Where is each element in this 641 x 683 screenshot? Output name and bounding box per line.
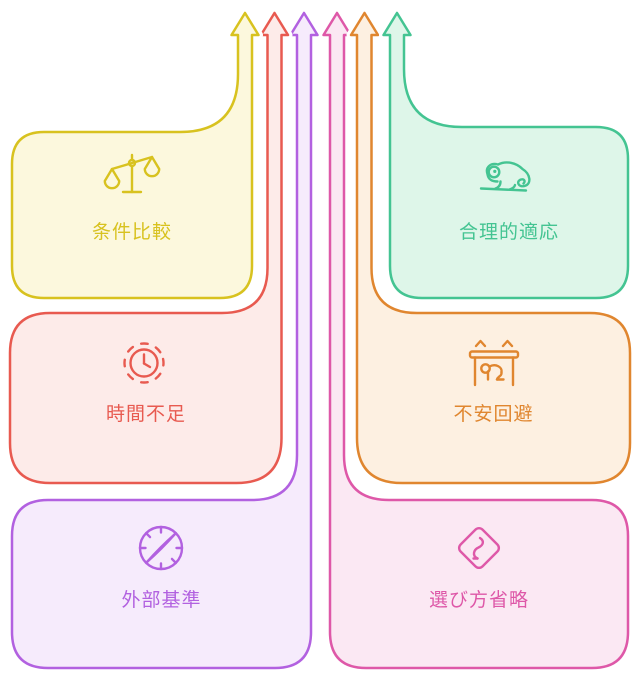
ribbon-bottom-left	[10, 11, 319, 670]
card-label: 選び方省略	[428, 590, 529, 611]
ribbon-top-right	[382, 11, 630, 300]
hide-under-table-icon	[468, 339, 520, 387]
clock-icon	[123, 342, 165, 384]
ribbon-top-left	[10, 11, 260, 300]
curve-road-sign-icon	[457, 526, 501, 570]
ribbon-middle-left	[8, 11, 290, 485]
ribbon-middle-right	[349, 11, 632, 485]
card-label: 合理的適応	[458, 222, 559, 243]
card-label: 不安回避	[453, 404, 534, 425]
balance-scale-icon	[103, 153, 161, 194]
card-label: 時間不足	[105, 404, 186, 425]
compass-icon	[138, 525, 184, 571]
ribbon-bottom-right	[322, 11, 630, 670]
card-label: 条件比較	[91, 222, 172, 243]
chameleon-icon	[479, 161, 531, 192]
card-label: 外部基準	[121, 590, 202, 611]
